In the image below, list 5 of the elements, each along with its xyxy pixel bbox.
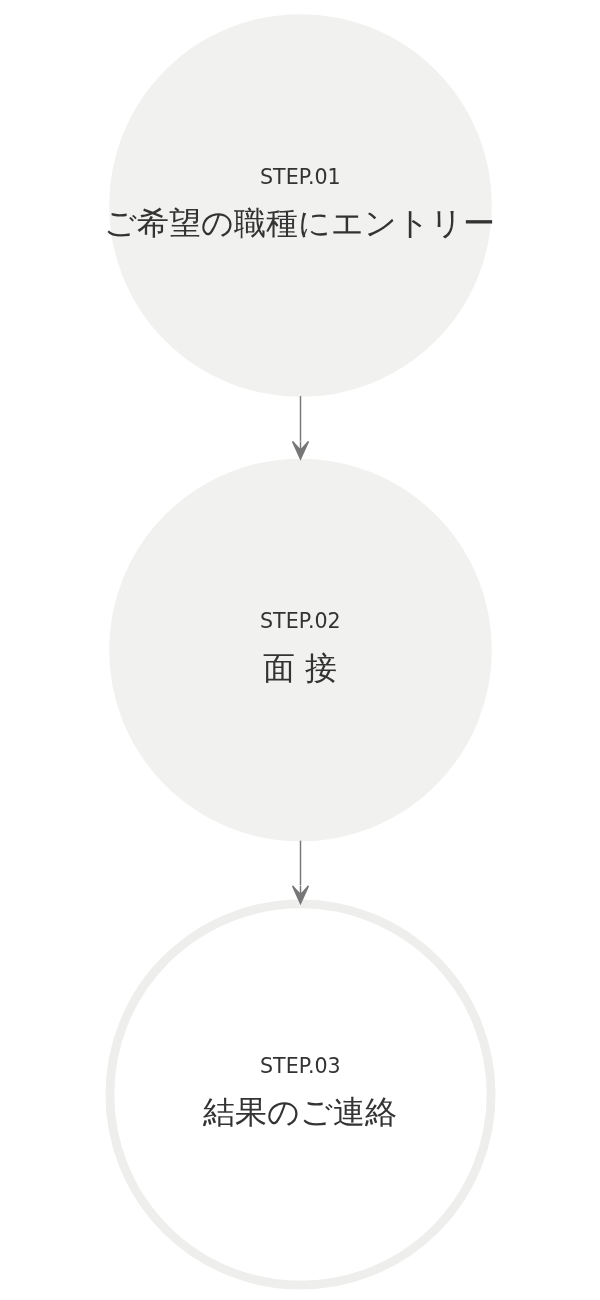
arrow [291,839,309,905]
arrow [291,395,309,460]
node-circle: STEP.03 結果のご連絡 [104,899,496,1290]
node-circle: STEP.01 ご希望の職種にエントリー [108,14,492,397]
node-circle: STEP.02 面 接 [108,458,492,842]
